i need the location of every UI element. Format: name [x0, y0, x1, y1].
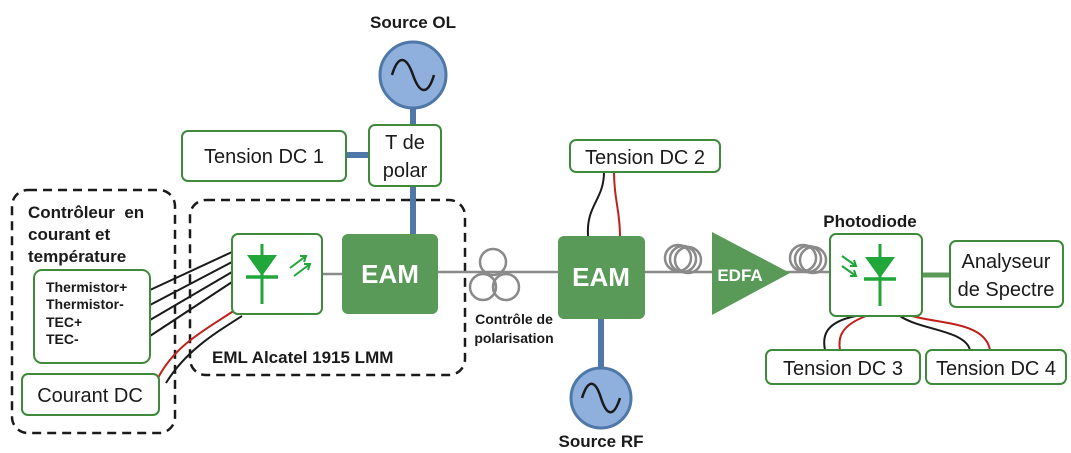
courant-dc-box [21, 373, 160, 416]
fiber-coil-2 [788, 243, 828, 275]
courant-dc-label: Courant DC [37, 385, 143, 407]
laser-diode-box [231, 233, 323, 315]
eam2-label: EAM [572, 262, 630, 292]
eam2-block [558, 236, 645, 319]
polarization-controller-paddles [468, 247, 521, 302]
spectrum-analyzer-box [949, 240, 1064, 308]
thermistor-minus-label: Thermistor- [46, 296, 124, 312]
polar-ctrl-label-line2: polarisation [474, 330, 553, 346]
thermistor-plus-label: Thermistor+ [46, 279, 127, 295]
tension-dc2-box [569, 139, 721, 173]
source-ol-label: Source OL [370, 13, 456, 32]
tension-dc2-label: Tension DC 2 [585, 147, 705, 169]
controller-dashed-group [10, 188, 177, 435]
eam1-block [342, 234, 438, 314]
photodiode-icon [841, 244, 896, 306]
photodiode-label: Photodiode [823, 212, 916, 231]
t-polar-label-line1: T de [385, 132, 425, 154]
dc3-wires [823, 315, 867, 351]
controller-label-line1: Contrôleur en [28, 203, 144, 222]
current-wires [157, 309, 243, 384]
tec-plus-label: TEC+ [46, 314, 82, 330]
controller-terminal-box [33, 269, 151, 364]
dc4-wires [899, 315, 991, 351]
photodiode-box [829, 233, 923, 317]
tension-dc3-box [765, 349, 921, 385]
eml-dashed-group [188, 198, 467, 377]
t-de-polar-box [368, 124, 442, 187]
fiber-coil-1 [663, 243, 703, 275]
analyzer-label-line1: Analyseur [962, 251, 1051, 273]
tension-dc4-label: Tension DC 4 [936, 358, 1056, 380]
source-rf-label: Source RF [558, 432, 643, 451]
tension-dc1-box [181, 130, 347, 182]
analyzer-label-line2: de Spectre [958, 279, 1055, 301]
controller-wires [149, 251, 233, 337]
tension-dc3-label: Tension DC 3 [783, 358, 903, 380]
controller-label-line3: température [28, 247, 126, 266]
source-rf-sine-icon [569, 366, 633, 430]
polar-ctrl-label-line1: Contrôle de [475, 311, 553, 327]
edfa-label: EDFA [717, 266, 762, 285]
dc2-wires [586, 171, 621, 237]
source-ol-sine-icon [378, 40, 448, 110]
tension-dc1-label: Tension DC 1 [204, 146, 324, 168]
tec-minus-label: TEC- [46, 331, 79, 347]
edfa-amplifier [712, 232, 790, 315]
eam1-label: EAM [361, 259, 419, 289]
laser-diode-icon [246, 244, 312, 304]
controller-label-line2: courant et [28, 225, 111, 244]
tension-dc4-box [925, 349, 1067, 385]
t-polar-label-line2: polar [383, 160, 428, 182]
eml-label: EML Alcatel 1915 LMM [212, 348, 393, 367]
